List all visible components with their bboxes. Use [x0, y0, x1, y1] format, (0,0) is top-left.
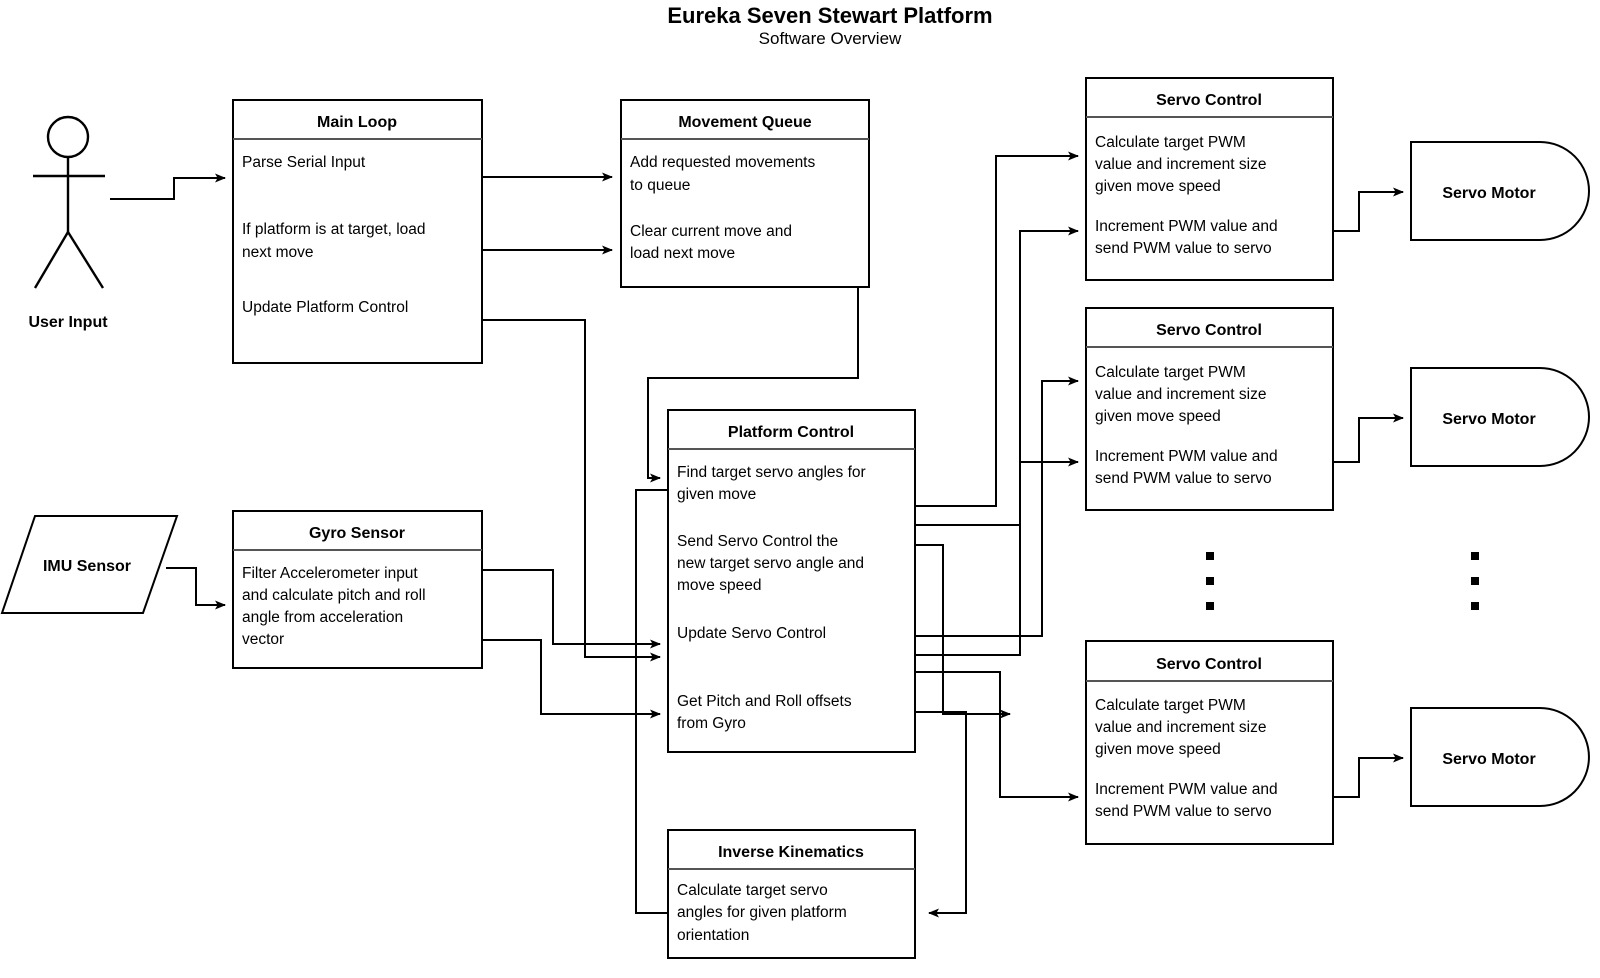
edge-servo2-to-motor2 [1333, 413, 1404, 463]
box-servo-control-2: Servo Control Calculate target PWM value… [1085, 307, 1334, 511]
edge-servo1-to-motor1 [1333, 187, 1404, 232]
movement-queue-header: Movement Queue [678, 114, 811, 131]
gyro-item-line3: angle from acceleration [242, 609, 403, 626]
edge-imu-to-gyro [166, 567, 226, 610]
servo-motor-1-label: Servo Motor [1442, 185, 1535, 202]
sc2-item-0-line3: given move speed [1095, 408, 1221, 425]
edge-gyro-to-platform-getpitch [482, 639, 661, 719]
box-movement-queue: Movement Queue Add requested movements t… [620, 99, 870, 288]
imu-sensor-shape: IMU Sensor [0, 515, 179, 614]
main-loop-item-0: Parse Serial Input [242, 154, 366, 171]
servo-motor-2: Servo Motor [1410, 367, 1590, 467]
pc-item-1-line3: move speed [677, 577, 761, 594]
pc-item-0-line2: given move [677, 486, 756, 503]
sc2-item-1-line2: send PWM value to servo [1095, 470, 1272, 487]
sc1-item-0-line1: Calculate target PWM [1095, 134, 1246, 151]
sc3-item-0-line1: Calculate target PWM [1095, 697, 1246, 714]
edge-platform-to-servo2-calc [915, 376, 1079, 637]
gyro-item-line4: vector [242, 631, 284, 648]
servo-control-3-header: Servo Control [1156, 656, 1262, 673]
main-loop-item-1-line2: next move [242, 244, 314, 261]
sc1-item-1-line1: Increment PWM value and [1095, 218, 1278, 235]
sc3-item-0-line2: value and increment size [1095, 719, 1266, 736]
servo-control-1-header: Servo Control [1156, 92, 1262, 109]
pc-item-1-line1: Send Servo Control the [677, 533, 838, 550]
pc-item-0-line1: Find target servo angles for [677, 464, 866, 481]
servo-motor-1: Servo Motor [1410, 141, 1590, 241]
edge-mainloop-to-platform-update [482, 319, 661, 662]
sc3-item-1-line1: Increment PWM value and [1095, 781, 1278, 798]
main-loop-item-1-line1: If platform is at target, load [242, 221, 426, 238]
sc1-item-0-line2: value and increment size [1095, 156, 1266, 173]
sc3-item-0-line3: given move speed [1095, 741, 1221, 758]
ellipsis-servo-motor [1471, 552, 1479, 610]
main-loop-item-2: Update Platform Control [242, 299, 408, 316]
box-main-loop: Main Loop Parse Serial Input If platform… [232, 99, 483, 364]
box-gyro-sensor: Gyro Sensor Filter Accelerometer input a… [232, 510, 483, 669]
pc-item-1-line2: new target servo angle and [677, 555, 864, 572]
page-subtitle: Software Overview [759, 29, 902, 48]
user-input-label: User Input [28, 314, 108, 331]
sc3-item-1-line2: send PWM value to servo [1095, 803, 1272, 820]
main-loop-header: Main Loop [317, 114, 397, 131]
box-servo-control-1: Servo Control Calculate target PWM value… [1085, 77, 1334, 281]
ik-item-line1: Calculate target servo [677, 882, 828, 899]
movement-queue-item-1-line2: load next move [630, 245, 735, 262]
ik-item-line2: angles for given platform [677, 904, 847, 921]
edge-platform-to-servo2-inc [915, 457, 1079, 656]
inverse-kinematics-header: Inverse Kinematics [718, 844, 864, 861]
gyro-item-line2: and calculate pitch and roll [242, 587, 426, 604]
servo-motor-3: Servo Motor [1410, 707, 1590, 807]
servo-control-2-header: Servo Control [1156, 322, 1262, 339]
gyro-item-line1: Filter Accelerometer input [242, 565, 418, 582]
pc-item-2: Update Servo Control [677, 625, 826, 642]
edge-platform-to-servo3-calc [915, 544, 1011, 719]
imu-sensor-label: IMU Sensor [43, 558, 131, 575]
box-servo-control-3: Servo Control Calculate target PWM value… [1085, 640, 1334, 845]
pc-item-3-line2: from Gyro [677, 715, 746, 732]
edge-servo3-to-motor3 [1333, 753, 1404, 798]
sc2-item-0-line2: value and increment size [1095, 386, 1266, 403]
sc2-item-1-line1: Increment PWM value and [1095, 448, 1278, 465]
platform-control-header: Platform Control [728, 424, 854, 441]
sc1-item-1-line2: send PWM value to servo [1095, 240, 1272, 257]
servo-motor-2-label: Servo Motor [1442, 411, 1535, 428]
ellipsis-servo-control [1206, 552, 1214, 610]
sc1-item-0-line3: given move speed [1095, 178, 1221, 195]
sc2-item-0-line1: Calculate target PWM [1095, 364, 1246, 381]
gyro-sensor-header: Gyro Sensor [309, 525, 405, 542]
edge-queue-to-platform-find [647, 287, 859, 483]
movement-queue-item-1-line1: Clear current move and [630, 223, 792, 240]
servo-motor-3-label: Servo Motor [1442, 751, 1535, 768]
ik-item-line3: orientation [677, 927, 749, 944]
pc-item-3-line1: Get Pitch and Roll offsets [677, 693, 852, 710]
box-inverse-kinematics: Inverse Kinematics Calculate target serv… [667, 829, 916, 959]
edge-ik-return-arrow [915, 711, 967, 918]
page-title: Eureka Seven Stewart Platform [667, 3, 992, 28]
edge-gyro-to-platform-send [482, 569, 661, 649]
edge-platform-to-servo1-inc [915, 226, 1079, 526]
edge-platform-to-ik-left [635, 489, 668, 914]
movement-queue-item-0-line2: to queue [630, 177, 690, 194]
edge-user-to-mainloop [110, 173, 226, 200]
box-platform-control: Platform Control Find target servo angle… [667, 409, 916, 753]
stick-figure-icon [33, 115, 105, 289]
movement-queue-item-0-line1: Add requested movements [630, 154, 815, 171]
edge-platform-to-servo1-calc [915, 151, 1079, 507]
edge-platform-to-servo3-inc [915, 671, 1079, 802]
